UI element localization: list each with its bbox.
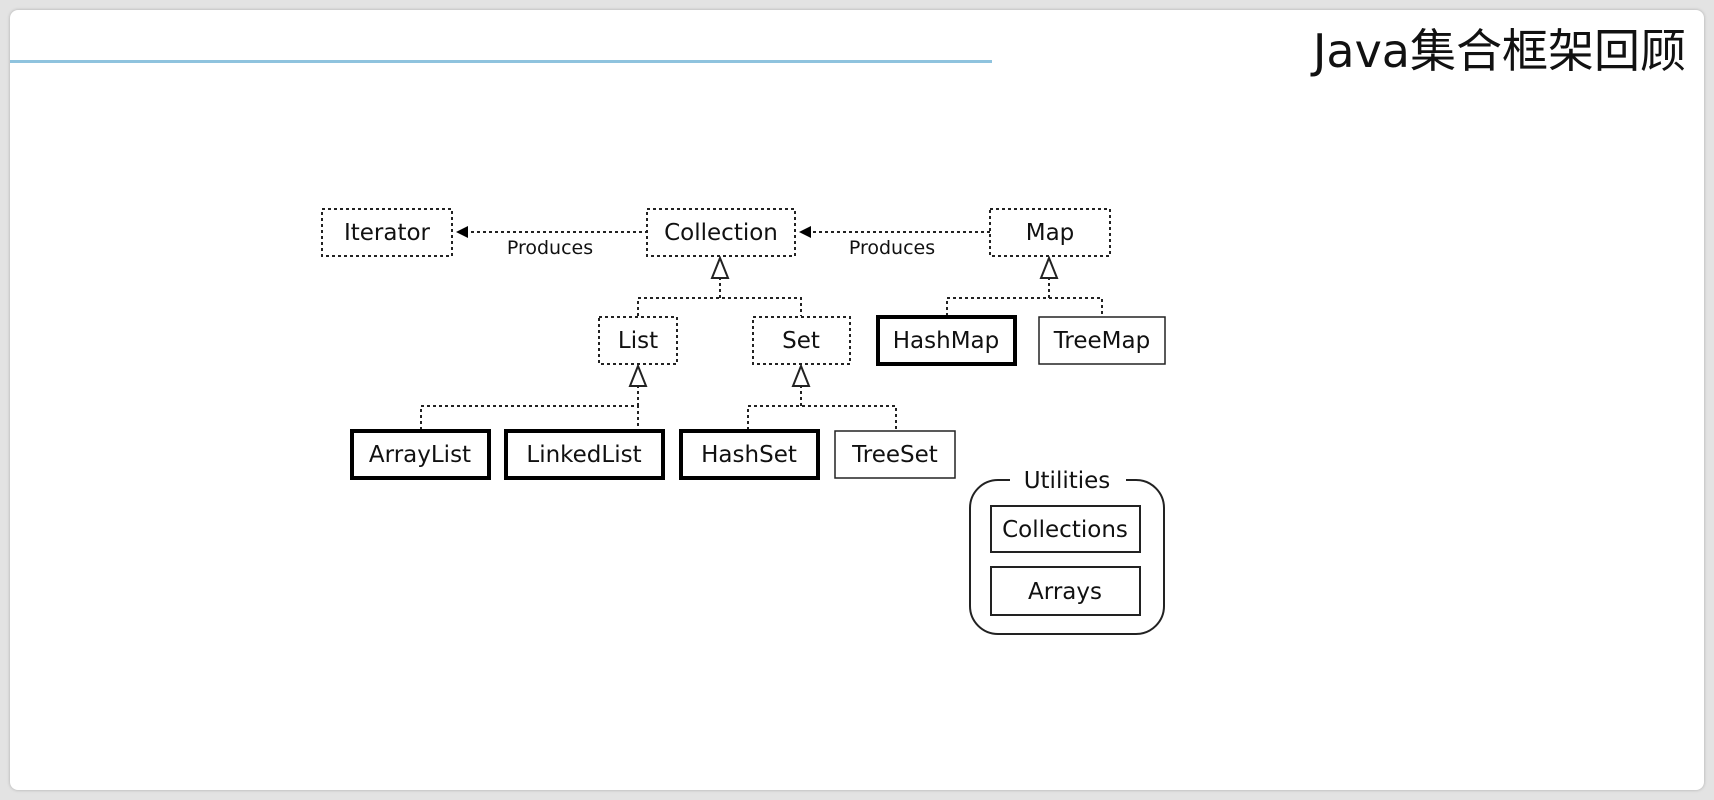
utilities-group: Utilities Collections Arrays: [969, 468, 1165, 635]
interface-map-label: Map: [1026, 220, 1075, 246]
class-arraylist-label: ArrayList: [369, 442, 471, 468]
interface-map: Map: [989, 208, 1111, 257]
utility-collections: Collections: [990, 505, 1141, 553]
produces-label-map: Produces: [849, 237, 935, 259]
class-treemap: TreeMap: [1038, 316, 1166, 365]
interface-set: Set: [752, 316, 851, 365]
slide: Java集合框架回顾: [10, 10, 1704, 790]
inheritance-arrowhead-collection: [710, 255, 730, 279]
class-hashset-label: HashSet: [701, 442, 797, 468]
produces-label-iterator: Produces: [507, 237, 593, 259]
class-treeset-label: TreeSet: [851, 442, 938, 468]
utility-arrays: Arrays: [990, 566, 1141, 616]
slide-title: Java集合框架回顾: [1312, 24, 1686, 78]
interface-collection: Collection: [646, 208, 796, 257]
class-hashset: HashSet: [679, 429, 820, 480]
utility-arrays-label: Arrays: [1028, 579, 1102, 605]
inheritance-edge-maps-map: [946, 278, 1103, 316]
interface-iterator-label: Iterator: [344, 220, 431, 246]
utility-collections-label: Collections: [1002, 517, 1128, 543]
interface-collection-label: Collection: [664, 220, 778, 246]
class-hashmap-label: HashMap: [893, 328, 1000, 354]
inheritance-arrowhead-list: [628, 363, 648, 387]
interface-set-label: Set: [782, 328, 820, 354]
class-treeset: TreeSet: [834, 430, 956, 479]
class-arraylist: ArrayList: [350, 429, 491, 480]
class-treemap-label: TreeMap: [1053, 328, 1150, 354]
title-rule: [10, 60, 992, 63]
class-hashmap: HashMap: [876, 315, 1017, 366]
class-linkedlist-label: LinkedList: [526, 442, 641, 468]
interface-list: List: [598, 316, 678, 365]
utilities-group-label: Utilities: [1024, 468, 1111, 494]
class-linkedlist: LinkedList: [504, 429, 665, 480]
inheritance-edge-lists-list: [420, 386, 639, 430]
inheritance-edge-sets-set: [747, 386, 897, 430]
interface-list-label: List: [618, 328, 658, 354]
inheritance-arrowhead-set: [791, 363, 811, 387]
inheritance-edge-list-set-collection: [637, 278, 802, 316]
interface-iterator: Iterator: [321, 208, 453, 257]
inheritance-arrowhead-map: [1039, 255, 1059, 279]
collections-framework-diagram: Produces Produces Iterator Collection Ma…: [321, 208, 1166, 635]
